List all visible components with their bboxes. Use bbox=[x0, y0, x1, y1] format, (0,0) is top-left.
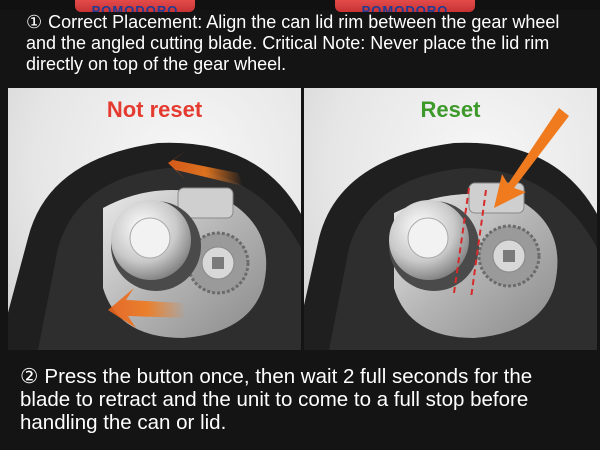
can-brand-right: POMODORO bbox=[361, 3, 449, 12]
step-1-number: ① bbox=[26, 12, 43, 32]
can-opener-photo-not-reset bbox=[8, 142, 301, 350]
blade-bracket bbox=[177, 187, 234, 219]
can-label-left: POMODORO bbox=[75, 0, 195, 12]
step-1-text: Correct Placement: Align the can lid rim… bbox=[26, 12, 560, 75]
gear-hub-socket bbox=[503, 250, 515, 262]
arrow-down bbox=[494, 108, 569, 208]
step-2-text: Press the button once, then wait 2 full … bbox=[20, 365, 533, 435]
can-label-right: POMODORO bbox=[335, 0, 475, 12]
arrow-upper bbox=[168, 151, 243, 186]
top-edge-strip bbox=[0, 0, 600, 10]
panel-reset: Reset bbox=[304, 88, 597, 350]
guide-line-left bbox=[453, 187, 470, 294]
pressure-knob-cap bbox=[129, 217, 171, 259]
panel-label-reset: Reset bbox=[420, 97, 481, 122]
guide-line-right bbox=[470, 189, 487, 299]
can-opener-photo-reset bbox=[304, 108, 597, 350]
pressure-knob-cap bbox=[407, 217, 449, 259]
gear-hub-socket bbox=[212, 257, 224, 269]
arrow-lower bbox=[108, 288, 186, 328]
panel-not-reset: Not reset bbox=[8, 88, 301, 350]
can-brand-left: POMODORO bbox=[91, 3, 179, 12]
panel-label-not-reset: Not reset bbox=[106, 97, 203, 122]
step-2-number: ② bbox=[20, 365, 39, 388]
